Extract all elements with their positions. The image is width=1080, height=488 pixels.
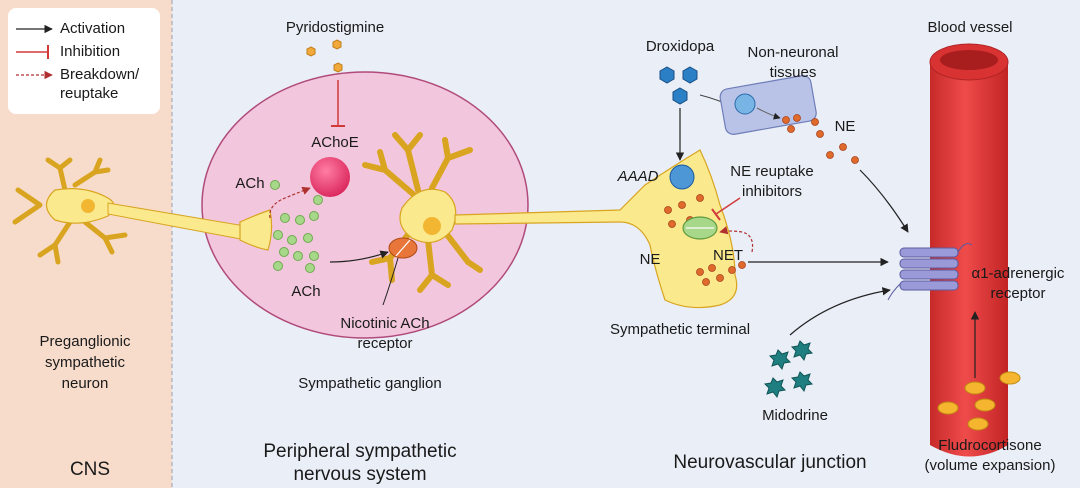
ach-activation-arrow: [329, 250, 389, 263]
droxidopa-label: Droxidopa: [645, 38, 715, 55]
nicotinic-label-2: receptor: [357, 335, 413, 352]
pyridostigmine-molecules: [306, 39, 343, 73]
cns-label: CNS: [69, 459, 111, 480]
midodrine-molecules: [763, 340, 814, 399]
presynaptic-terminal: [239, 209, 273, 251]
droxidopa-molecules: [659, 66, 698, 105]
blood-vessel: [930, 62, 1008, 457]
achoe-label: AChoE: [311, 134, 359, 151]
ach-label-bottom: ACh: [291, 283, 321, 300]
aaad-label: AAAD: [617, 168, 659, 185]
alpha1-label-2: receptor: [990, 285, 1046, 302]
legend-inhibition-label: Inhibition: [60, 43, 121, 60]
midodrine-label: Midodrine: [762, 407, 828, 424]
preganglionic-label-2: sympathetic: [44, 354, 126, 371]
non-neuronal-label-1: Non-neuronal: [747, 44, 839, 61]
legend-breakdown-label: Breakdown/: [60, 66, 140, 83]
sympathetic-terminal-label: Sympathetic terminal: [609, 321, 751, 338]
net-label: NET: [713, 247, 743, 264]
pyridostigmine-label: Pyridostigmine: [285, 19, 385, 36]
ne-molecules: [664, 114, 859, 286]
preganglionic-label-3: neuron: [61, 375, 109, 392]
non-neuronal-tissue: [719, 75, 817, 135]
fludrocortisone-label-1: Fludrocortisone: [938, 437, 1042, 454]
ne-reuptake-arrow: [719, 226, 754, 253]
receptor-pointer: [382, 257, 399, 306]
fludrocortisone-label-2: (volume expansion): [924, 457, 1056, 474]
preganglionic-label-1: Preganglionic: [39, 333, 131, 350]
ne-vessel-arrow: [859, 169, 909, 233]
ne-reuptake-inhibition: [715, 197, 741, 215]
ne-terminal-label: NE: [639, 251, 661, 268]
blood-vessel-label: Blood vessel: [927, 19, 1013, 36]
legend-reuptake-label: reuptake: [60, 85, 119, 102]
ne-tissue-label: NE: [834, 118, 856, 135]
legend-glyphs: [16, 24, 53, 80]
ach-label-top: ACh: [235, 175, 265, 192]
alpha1-receptor: [887, 243, 973, 301]
tissue-nucleus: [734, 93, 756, 115]
sympathetic-ganglion: [201, 71, 529, 339]
ne-reuptake-label-1: NE reuptake: [730, 163, 814, 180]
ach-breakdown-arrow: [269, 186, 311, 219]
non-neuronal-label-2: tissues: [769, 64, 817, 81]
fludrocortisone-molecules: [937, 371, 1021, 431]
achoe-enzyme: [310, 157, 350, 197]
legend-activation-label: Activation: [60, 20, 126, 37]
midodrine-arrow: [789, 287, 891, 336]
legend: [8, 8, 160, 114]
ach-molecules: [270, 180, 323, 273]
postganglionic-nucleus: [423, 217, 441, 235]
aaad-enzyme: [669, 164, 695, 190]
neurovascular-label: Neurovascular junction: [673, 452, 867, 473]
peripheral-label-line1: Peripheral sympathetic: [263, 441, 457, 462]
nicotinic-label-1: Nicotinic ACh: [340, 315, 430, 332]
ganglion-label: Sympathetic ganglion: [298, 375, 442, 392]
peripheral-label-line2: nervous system: [293, 464, 427, 485]
ne-reuptake-label-2: inhibitors: [741, 183, 803, 200]
alpha1-label-1: α1-adrenergic: [971, 265, 1065, 282]
postganglionic-neuron: [362, 132, 738, 309]
preganglionic-nucleus: [81, 199, 95, 213]
